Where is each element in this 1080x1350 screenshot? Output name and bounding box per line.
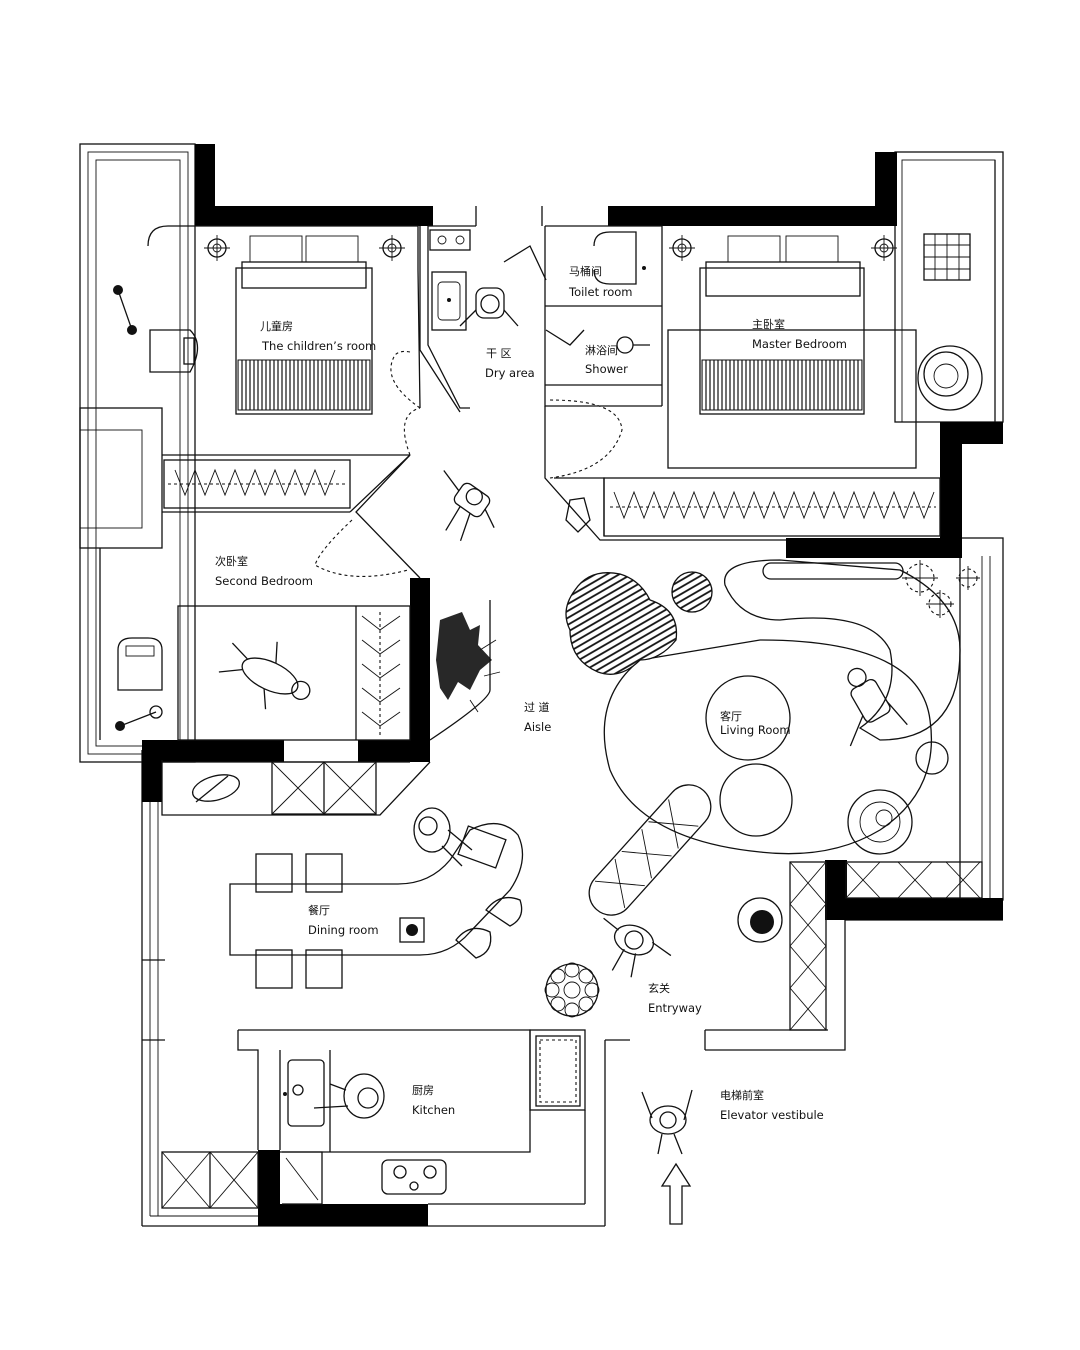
lounge-chair: [565, 572, 678, 675]
kitchen-en: Kitchen: [412, 1103, 455, 1117]
master-bedroom-cn: 主卧室: [752, 317, 785, 331]
plant-icon: [436, 612, 501, 713]
second-bedroom-cn: 次卧室: [215, 554, 248, 568]
second-bedroom-en: Second Bedroom: [215, 574, 313, 588]
dry-area-en: Dry area: [485, 366, 535, 380]
person-figure-icon: [218, 641, 311, 710]
kitchen-furniture: [161, 1035, 581, 1209]
entryway-en: Entryway: [648, 1001, 702, 1015]
entryway-furniture: [544, 917, 693, 1225]
doors: [314, 245, 623, 577]
person-figure-icon: [847, 667, 908, 747]
person-figure-icon: [443, 470, 495, 542]
person-figure-icon: [641, 1089, 693, 1155]
shower-cn: 淋浴间: [585, 344, 618, 357]
dining-room-en: Dining room: [308, 923, 379, 937]
toilet-room-cn: 马桶间: [569, 264, 602, 278]
childrens-room-en: The children’s room: [261, 339, 376, 353]
shower-en: Shower: [585, 362, 628, 376]
second-bedroom-furniture: [115, 612, 401, 736]
person-figure-icon: [413, 807, 473, 867]
person-figure-icon: [313, 1073, 385, 1119]
entrance-arrow-icon: [660, 1162, 692, 1225]
interior-walls: [99, 206, 941, 1205]
aisle-cn: 过 道: [524, 700, 550, 714]
elevator-vestibule-cn: 电梯前室: [720, 1088, 764, 1102]
childrens-room-furniture: [113, 235, 405, 509]
master-bedroom-en: Master Bedroom: [752, 337, 847, 351]
kitchen-cn: 厨房: [412, 1084, 434, 1097]
entryway-cn: 玄关: [648, 981, 670, 995]
elevator-vestibule-en: Elevator vestibule: [720, 1108, 824, 1122]
living-room-en: Living Room: [720, 723, 791, 737]
toilet-room-en: Toilet room: [568, 285, 633, 299]
dining-furniture: [191, 761, 524, 989]
childrens-room-cn: 儿童房: [260, 319, 293, 333]
outer-walls: [79, 143, 1004, 1227]
person-figure-icon: [459, 287, 519, 327]
living-room-furniture: [565, 559, 983, 1031]
living-room-cn: 客厅: [720, 709, 742, 723]
master-bedroom-furniture: [565, 233, 983, 533]
bathroom-fixtures: [429, 229, 650, 354]
stove-icon: [399, 917, 425, 943]
dry-area-cn: 干 区: [486, 347, 512, 360]
aisle-en: Aisle: [524, 720, 551, 734]
sink-icon: [283, 1084, 304, 1096]
room-labels: 儿童房 The children’s room 干 区 Dry area 马桶间…: [215, 264, 847, 1122]
structural-walls: [142, 144, 1003, 1226]
dining-room-cn: 餐厅: [308, 903, 330, 917]
person-figure-icon: [603, 917, 672, 978]
